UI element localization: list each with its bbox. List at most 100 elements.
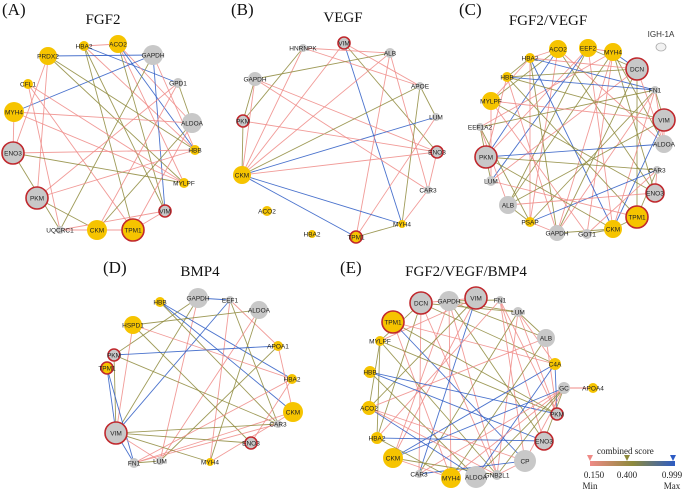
node-ckm[interactable]: CKM — [283, 402, 303, 422]
node-fn1[interactable]: FN1 — [649, 86, 662, 95]
edge — [517, 311, 558, 415]
node-car3[interactable]: CAR3 — [419, 186, 437, 195]
node-pkm[interactable]: PKM — [550, 407, 564, 421]
node-c4a[interactable]: C4A — [549, 358, 562, 370]
node-aldoa[interactable]: ALDOA — [181, 113, 204, 133]
node-label: CKM — [90, 228, 104, 235]
edge — [27, 83, 134, 231]
node-hba2[interactable]: HBA2 — [369, 432, 386, 444]
node-vim[interactable]: VIM — [464, 286, 488, 310]
node-apoa1[interactable]: APOA1 — [267, 341, 289, 351]
node-circle — [349, 230, 363, 244]
node-aco2[interactable]: ACO2 — [258, 206, 276, 216]
node-eno3[interactable]: ENO3 — [428, 145, 446, 159]
node-hbb[interactable]: HBB — [188, 145, 202, 155]
node-fn1[interactable]: FN1 — [128, 458, 141, 468]
node-gapdh[interactable]: GAPDH — [141, 45, 165, 65]
node-lum[interactable]: LUM — [511, 307, 525, 317]
node-lum[interactable]: LUM — [429, 113, 443, 122]
node-eno3[interactable]: ENO3 — [1, 141, 25, 165]
node-aco2[interactable]: ACO2 — [360, 401, 378, 415]
node-hba2[interactable]: HBA2 — [522, 53, 539, 63]
node-gapdh[interactable]: GAPDH — [243, 72, 267, 86]
edge — [159, 301, 293, 380]
node-pkm[interactable]: PKM — [474, 145, 498, 169]
node-vim[interactable]: VIM — [158, 204, 172, 218]
node-pkm[interactable]: PKM — [25, 186, 49, 210]
node-eno3[interactable]: ENO3 — [242, 436, 260, 450]
edge — [36, 82, 179, 199]
node-tpm1[interactable]: TPM1 — [347, 230, 365, 244]
node-circle — [604, 43, 622, 61]
node-gc[interactable]: GC — [558, 382, 570, 394]
node-aldoa[interactable]: ALDOA — [248, 301, 271, 319]
node-eno3[interactable]: ENO3 — [534, 431, 554, 451]
node-circle — [496, 296, 504, 304]
node-pkm[interactable]: PKM — [107, 348, 121, 362]
node-uqcrc1[interactable]: UQCRC1 — [46, 226, 74, 235]
node-hbb[interactable]: HBB — [363, 366, 377, 378]
node-mylpf[interactable]: MYLPF — [369, 336, 391, 346]
node-aldoa[interactable]: ALDOA — [653, 135, 676, 153]
node-vim[interactable]: VIM — [652, 108, 676, 132]
node-fn1[interactable]: FN1 — [494, 296, 507, 305]
node-pkm[interactable]: PKM — [236, 114, 250, 128]
node-eef1a2[interactable]: EEF1A2 — [468, 123, 493, 132]
node-ckm[interactable]: CKM — [383, 448, 403, 468]
node-apoa4[interactable]: APOA4 — [582, 383, 604, 393]
node-hba2[interactable]: HBA2 — [284, 374, 301, 384]
node-eef1[interactable]: EEF1 — [222, 296, 239, 305]
node-psap[interactable]: PSAP — [521, 217, 539, 227]
node-hbb[interactable]: HBB — [153, 297, 167, 307]
node-myh4[interactable]: MYH4 — [604, 43, 622, 61]
node-aldoa[interactable]: ALDOA — [465, 466, 488, 488]
edge — [379, 340, 498, 476]
node-prdx2[interactable]: PRDX2 — [37, 47, 59, 65]
node-myh4[interactable]: MYH4 — [4, 102, 24, 122]
node-hbb[interactable]: HBB — [500, 72, 514, 82]
node-alb[interactable]: ALB — [499, 196, 517, 214]
node-myh4[interactable]: MYH4 — [393, 220, 411, 229]
node-cfl1[interactable]: CFL1 — [20, 79, 36, 89]
node-car3[interactable]: CAR3 — [410, 470, 428, 479]
node-ckm[interactable]: CKM — [233, 166, 251, 184]
node-mylpf[interactable]: MYLPF — [173, 178, 195, 188]
node-hba2[interactable]: HBA2 — [304, 230, 321, 239]
edge — [242, 78, 256, 122]
node-got1[interactable]: GOT1 — [578, 229, 596, 239]
node-lum[interactable]: LUM — [484, 176, 498, 186]
node-myh4[interactable]: MYH4 — [441, 468, 461, 488]
node-vim[interactable]: VIM — [337, 36, 351, 50]
node-gpd1[interactable]: GPD1 — [169, 78, 187, 88]
node-lum[interactable]: LUM — [153, 457, 167, 466]
node-tpm1[interactable]: TPM1 — [98, 361, 116, 375]
node-dcn[interactable]: DCN — [625, 57, 649, 81]
node-hba2[interactable]: HBA2 — [76, 41, 93, 51]
node-alb[interactable]: ALB — [537, 329, 555, 347]
node-hnrnpk[interactable]: HNRNPK — [289, 44, 317, 53]
node-alb[interactable]: ALB — [384, 48, 396, 58]
node-myh4[interactable]: MYH4 — [201, 458, 219, 467]
node-eef2[interactable]: EEF2 — [579, 39, 597, 57]
node-label: VIM — [110, 431, 122, 438]
node-tpm1[interactable]: TPM1 — [625, 205, 649, 229]
node-aco2[interactable]: ACO2 — [549, 40, 567, 58]
node-mylpf[interactable]: MYLPF — [480, 92, 502, 110]
node-hspd1[interactable]: HSPD1 — [122, 316, 144, 334]
node-car3[interactable]: CAR3 — [648, 166, 666, 175]
node-eno3[interactable]: ENO3 — [645, 183, 665, 203]
node-apoe[interactable]: APOE — [411, 82, 430, 91]
node-gapdh[interactable]: GAPDH — [437, 291, 461, 311]
node-gnb2l1[interactable]: GNB2L1 — [485, 470, 510, 480]
node-vim[interactable]: VIM — [104, 421, 128, 445]
node-tpm1[interactable]: TPM1 — [121, 218, 145, 242]
node-gapdh[interactable]: GAPDH — [186, 288, 210, 308]
node-gapdh[interactable]: GAPDH — [545, 225, 569, 241]
node-aco2[interactable]: ACO2 — [109, 35, 127, 53]
node-car3[interactable]: CAR3 — [269, 420, 287, 429]
node-ckm[interactable]: CKM — [604, 220, 622, 238]
node-tpm1[interactable]: TPM1 — [381, 310, 405, 334]
node-dcn[interactable]: DCN — [409, 291, 433, 315]
node-cp[interactable]: CP — [514, 450, 536, 472]
node-ckm[interactable]: CKM — [87, 220, 107, 240]
